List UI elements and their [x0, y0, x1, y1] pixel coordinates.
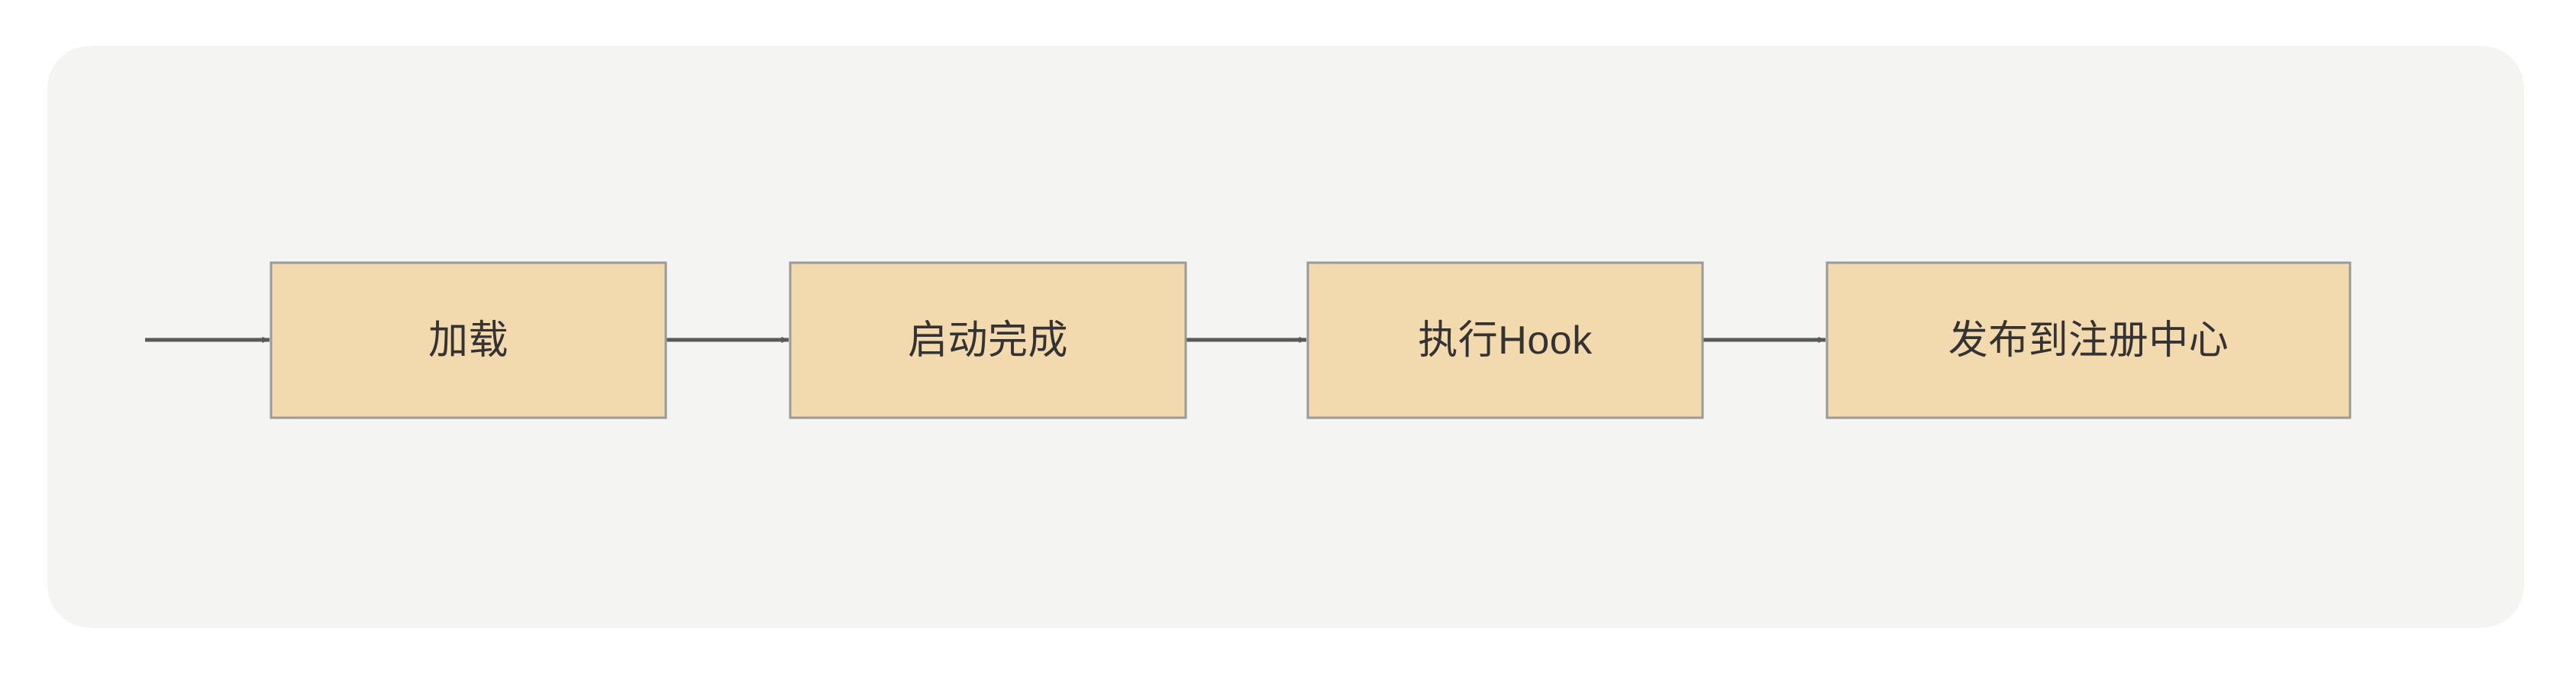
flow-node-node-publish-registry[interactable] [1825, 261, 2352, 419]
flow-node-node-execute-hook[interactable] [1306, 261, 1704, 419]
nodes-layer [270, 261, 2352, 419]
flow-node-node-load[interactable] [270, 261, 667, 419]
flow-node-node-startup-complete[interactable] [789, 261, 1187, 419]
